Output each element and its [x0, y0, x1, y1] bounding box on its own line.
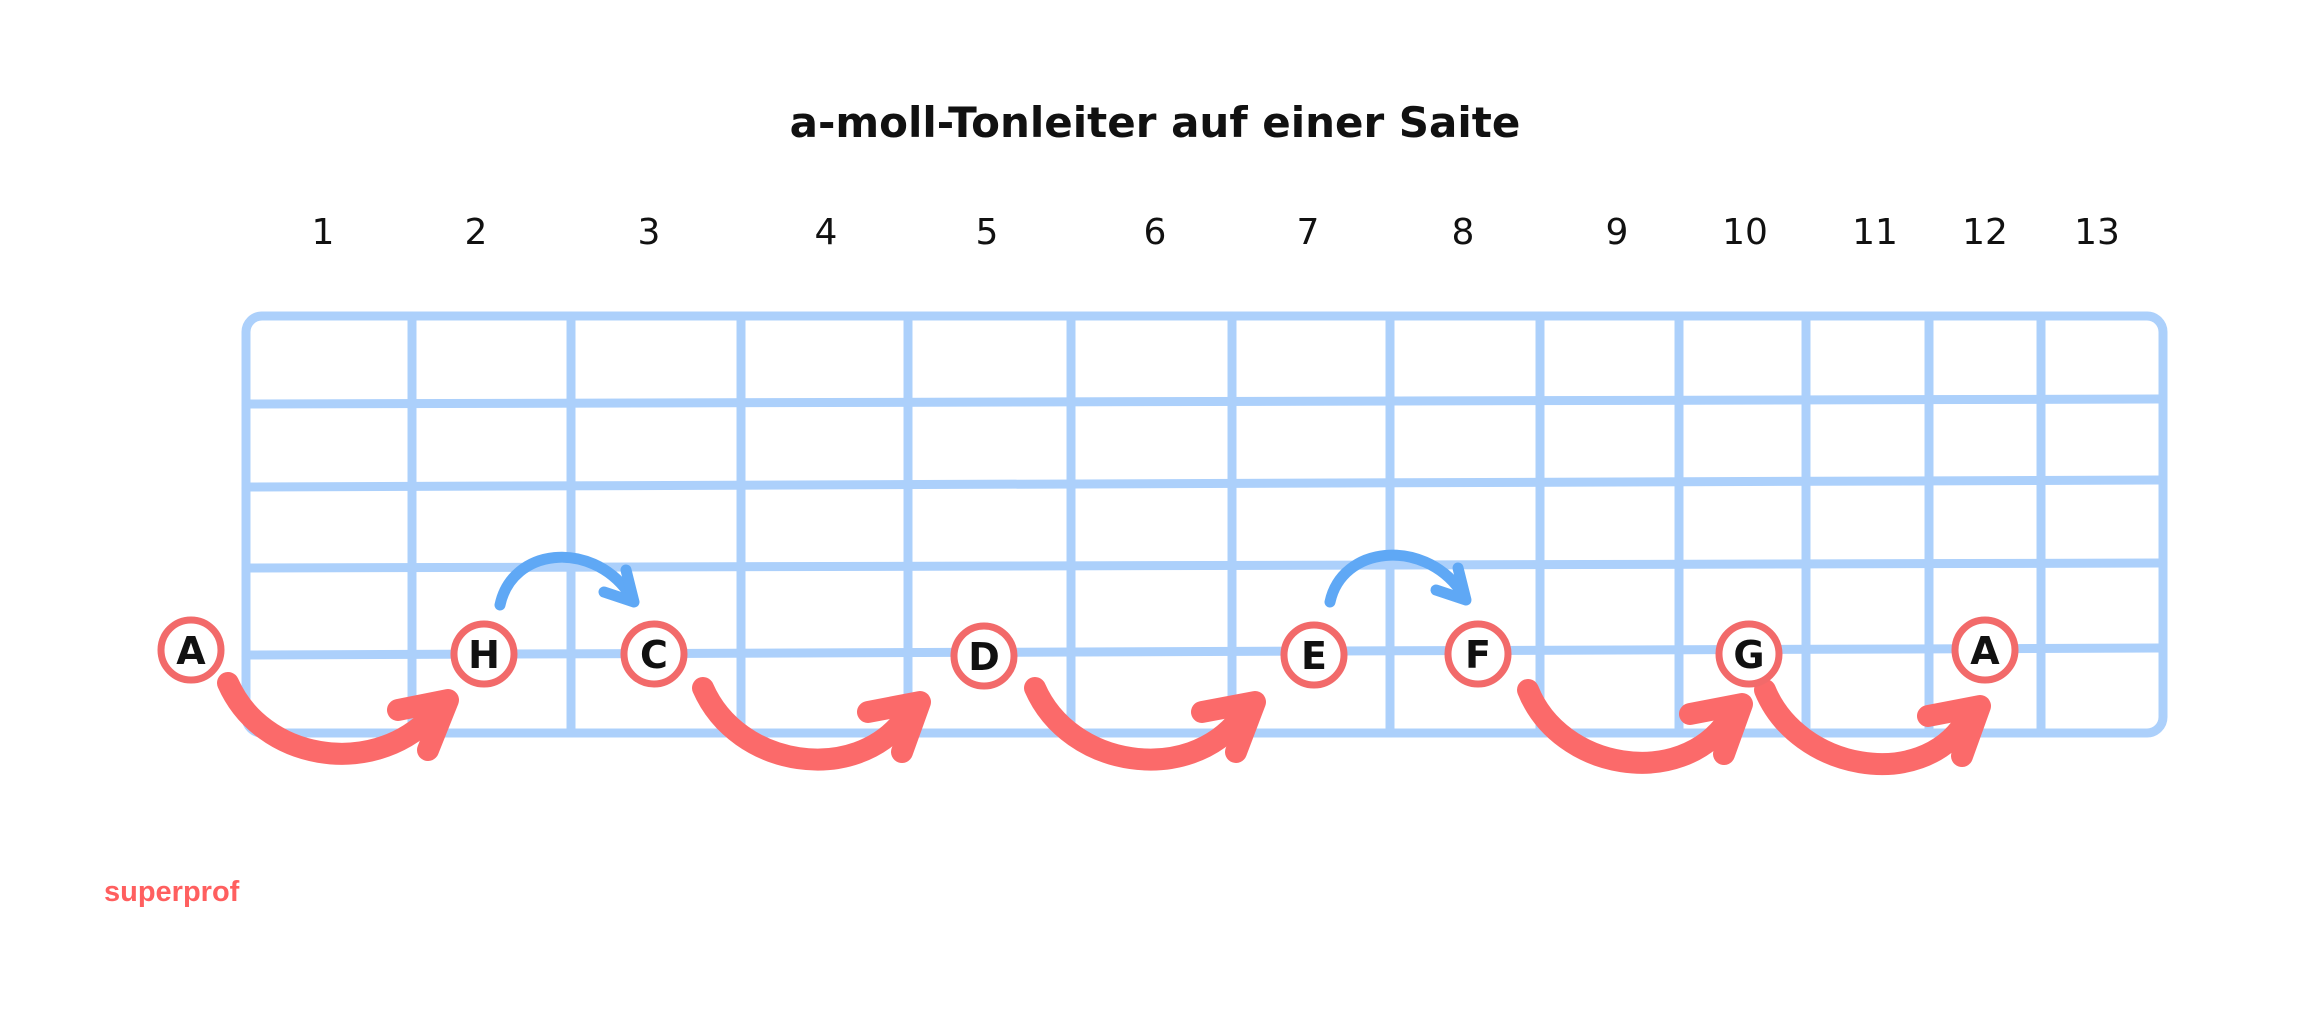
- whole-step-arrow-f-g: [1517, 679, 1753, 774]
- page-title: a-moll-Tonleiter auf einer Saite: [789, 98, 1521, 147]
- note-label: A: [1970, 629, 2000, 673]
- note-c: C: [620, 620, 688, 688]
- whole-step-arrows: [217, 672, 1991, 775]
- whole-step-arrow-g-a: [1754, 679, 1991, 775]
- whole-step-arrow-d-e: [1024, 677, 1266, 771]
- note-a-octave: A: [1951, 616, 2019, 684]
- note-ring: [1444, 620, 1512, 688]
- brand-logo: superprof: [104, 876, 240, 908]
- fretboard-outline: [241, 311, 2168, 738]
- note-ring: [1280, 621, 1348, 689]
- note-g: G: [1715, 620, 1783, 688]
- string-line: [241, 475, 2168, 492]
- half-step-arrow-e-f: [1324, 549, 1472, 608]
- fretboard-grid: [241, 311, 2168, 738]
- whole-step-arrow-a-h: [217, 672, 459, 765]
- fret-number-11: 11: [1852, 212, 1898, 253]
- fret-number-13: 13: [2074, 212, 2120, 253]
- string-line: [241, 558, 2168, 573]
- note-label: G: [1733, 633, 1764, 677]
- note-label: F: [1465, 633, 1491, 677]
- string-line: [241, 394, 2168, 409]
- note-f: F: [1444, 620, 1512, 688]
- note-ring: [620, 620, 688, 688]
- fret-number-3: 3: [637, 212, 661, 253]
- note-ring: [950, 622, 1018, 690]
- note-ring: [450, 620, 518, 688]
- fret-number-10: 10: [1722, 212, 1768, 253]
- fret-number-5: 5: [975, 212, 999, 253]
- fret-number-4: 4: [814, 212, 838, 253]
- whole-step-arrow-c-d: [692, 677, 931, 771]
- note-ring: [1951, 616, 2019, 684]
- string-line: [241, 643, 2168, 660]
- half-step-arrow-h-c: [494, 551, 640, 611]
- fret-number-2: 2: [464, 212, 488, 253]
- note-label: H: [468, 633, 500, 677]
- note-label: D: [968, 635, 1000, 679]
- fret-number-8: 8: [1451, 212, 1475, 253]
- fret-number-12: 12: [1962, 212, 2008, 253]
- note-e: E: [1280, 621, 1348, 689]
- note-d: D: [950, 622, 1018, 690]
- half-step-arrows: [494, 549, 1472, 611]
- note-label: E: [1301, 634, 1327, 678]
- note-a-open: A: [157, 616, 225, 684]
- note-h: H: [450, 620, 518, 688]
- note-label: C: [640, 633, 668, 677]
- note-ring: [1715, 620, 1783, 688]
- note-label: A: [176, 629, 206, 673]
- fret-number-9: 9: [1605, 212, 1629, 253]
- note-ring: [157, 616, 225, 684]
- fret-number-7: 7: [1296, 212, 1320, 253]
- fret-number-6: 6: [1143, 212, 1167, 253]
- fret-number-1: 1: [311, 212, 335, 253]
